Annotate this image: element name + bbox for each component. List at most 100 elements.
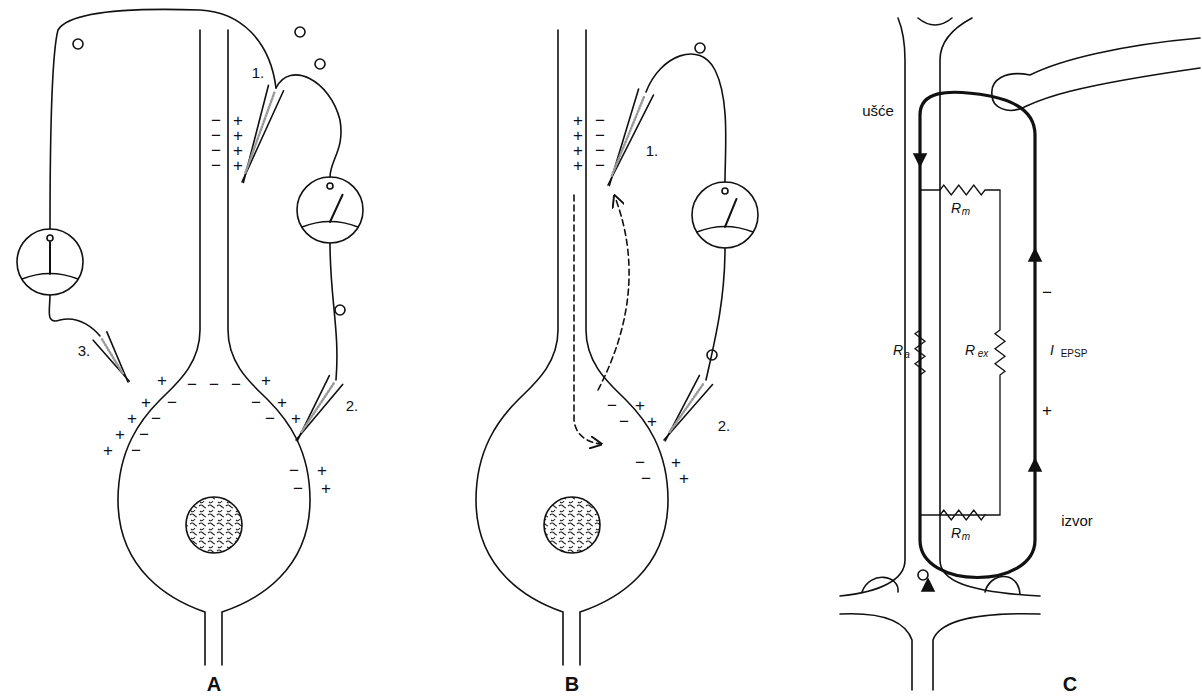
wire-loop <box>335 305 345 315</box>
meter-b-needle <box>725 199 737 227</box>
neuron-a-membrane-left <box>118 30 205 665</box>
charge-sign: − <box>619 413 629 430</box>
charge-sign: + <box>647 413 657 430</box>
charge-sign: + <box>573 157 583 174</box>
charge-sign: + <box>291 410 301 427</box>
electrode-number: 1. <box>646 143 659 158</box>
charge-sign: − <box>211 157 221 174</box>
meter-a-left-pivot <box>47 235 53 241</box>
neuron-c-right <box>940 18 1040 596</box>
current-symbol: I <box>1050 343 1054 357</box>
meter-a-right-dial <box>297 177 363 243</box>
resistor-symbol-letter: R <box>893 343 903 357</box>
electrode-number: 3. <box>78 343 91 358</box>
neuron-c-fork <box>918 18 952 25</box>
wire-loop <box>73 39 83 49</box>
drawing <box>17 9 1200 690</box>
charge-sign: − <box>293 480 303 497</box>
wire-a-right-top <box>276 75 341 177</box>
neuron-c-nucleolus <box>918 570 928 580</box>
charge-sign: + <box>321 480 331 497</box>
meter-b-dial <box>692 182 758 248</box>
neuron-a-nucleus <box>186 497 242 553</box>
wire-loop <box>707 350 717 360</box>
meter-a-left-needle <box>49 242 51 274</box>
charge-sign: + <box>103 442 113 459</box>
electrode-a3-wall <box>107 332 128 382</box>
electrode-a3-fill <box>102 339 123 373</box>
charge-sign: − <box>139 426 149 443</box>
sink-label: ušće <box>862 103 894 118</box>
electrode-a3-wall <box>93 340 129 381</box>
current-arrow <box>914 154 926 166</box>
charge-sign: + <box>157 372 167 389</box>
neuron-a-membrane-right <box>222 30 310 665</box>
electrode-number: 2. <box>346 398 359 413</box>
resistor-symbol-letter: R <box>951 526 961 540</box>
panel-letter: C <box>1063 674 1077 694</box>
charge-sign: − <box>265 410 275 427</box>
synaptic-bouton <box>862 577 898 592</box>
charge-sign: + <box>233 157 243 174</box>
neuron-b-membrane-left <box>476 30 563 665</box>
resistor-subscript: m <box>962 532 970 542</box>
charge-sign: + <box>671 454 681 471</box>
charge-sign: + <box>317 462 327 479</box>
electrode-number: 1. <box>252 65 265 80</box>
charge-sign: + <box>127 410 137 427</box>
charge-sign: − <box>289 462 299 479</box>
charge-sign: − <box>151 410 161 427</box>
resistor-symbol-letter: R <box>965 343 975 357</box>
wire-loop <box>295 27 305 37</box>
neuron-b-nucleus <box>544 497 600 553</box>
wire-b-bottom <box>706 248 725 380</box>
wire-loop <box>315 59 325 69</box>
panel-letter: B <box>565 674 579 694</box>
electrode-a1-fill <box>245 92 274 173</box>
neuron-b-membrane-right <box>580 30 668 665</box>
charge-sign: + <box>261 372 271 389</box>
electrode-number: 2. <box>718 418 731 433</box>
charge-sign: − <box>167 394 177 411</box>
current-arrow <box>922 579 934 591</box>
neuron-c-lower-left <box>840 614 912 690</box>
synaptic-bouton <box>985 577 1020 595</box>
resistor-subscript: ex <box>978 349 989 359</box>
charge-sign: − <box>251 394 261 411</box>
charge-sign: − <box>595 157 605 174</box>
source-label: izvor <box>1061 513 1093 528</box>
neuron-c-left <box>840 18 905 596</box>
resistor-rm-bottom <box>920 510 985 520</box>
presynaptic-terminal <box>992 38 1200 110</box>
wire-a-left-top <box>50 9 276 229</box>
charge-sign: − <box>187 376 197 393</box>
electrode-b1-fill <box>612 96 645 176</box>
meter-a-right-pivot <box>327 183 333 189</box>
charge-sign: − <box>641 470 651 487</box>
resistor-subscript: m <box>962 207 970 217</box>
charge-sign: + <box>115 426 125 443</box>
epsp-current-loop <box>920 92 1035 577</box>
charge-sign: + <box>277 394 287 411</box>
charge-sign: − <box>131 442 141 459</box>
current-arrow <box>1029 249 1041 261</box>
charge-sign: − <box>607 397 617 414</box>
wire-loop <box>695 43 705 53</box>
wire-b-top <box>646 54 726 182</box>
electrode-b2-fill <box>670 383 704 432</box>
current-path-down <box>574 195 600 444</box>
current-arrow <box>1029 459 1041 471</box>
resistor-subscript: a <box>904 350 910 360</box>
charge-sign: − <box>635 454 645 471</box>
neuron-c-lower-right <box>933 614 1040 690</box>
panel-letter: A <box>207 674 221 694</box>
charge-sign: + <box>141 394 151 411</box>
electrode-b1-wall <box>608 95 653 185</box>
polarity-sign: − <box>1042 284 1052 301</box>
meter-a-right-needle <box>330 195 343 222</box>
current-path-up <box>598 197 629 390</box>
meter-b-pivot <box>722 188 728 194</box>
resistor-ra <box>915 330 925 375</box>
